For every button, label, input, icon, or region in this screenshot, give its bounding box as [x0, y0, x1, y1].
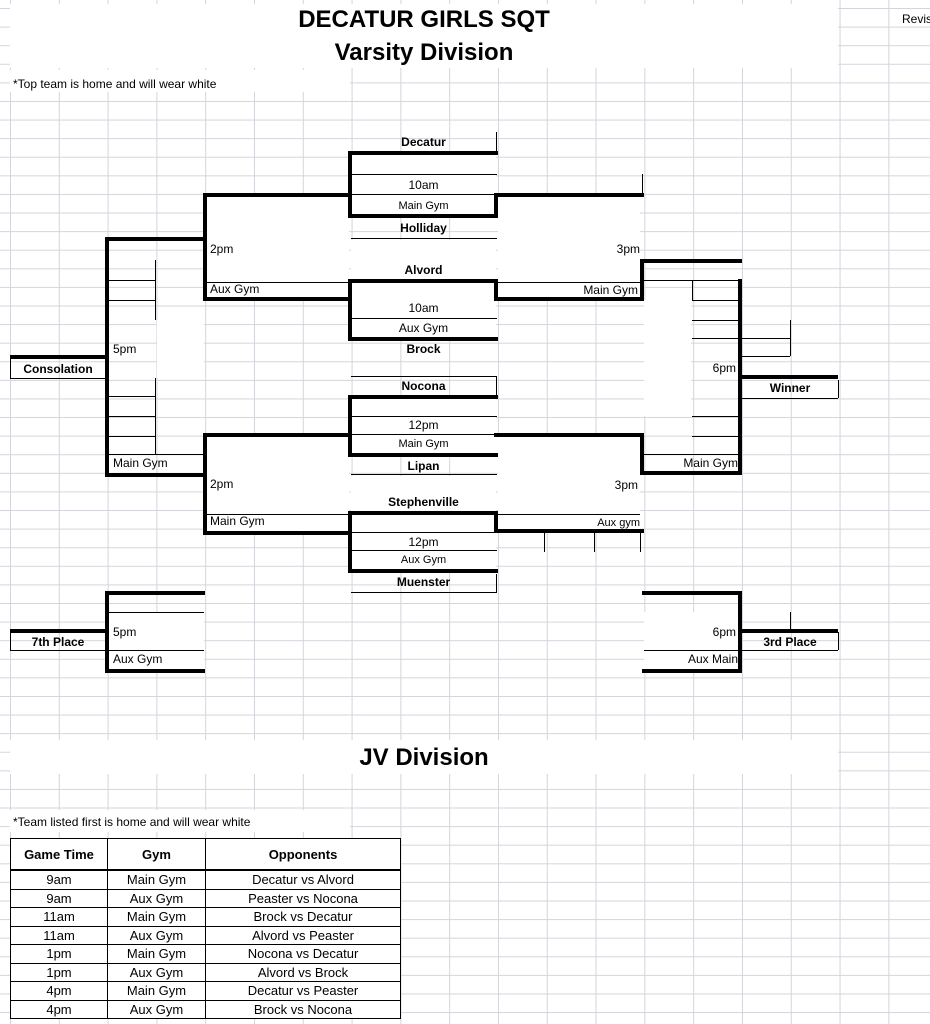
jv-col-gym: Gym: [107, 838, 206, 871]
third-box: [644, 612, 740, 670]
semi-top-time: 3pm: [616, 242, 640, 256]
jv-cell-time: 11am: [10, 907, 108, 927]
game4-time: 12pm: [408, 535, 439, 549]
seventh-box: [108, 612, 204, 670]
jv-cell-opponents: Nocona vs Decatur: [205, 944, 401, 964]
page-title: DECATUR GIRLS SQT: [298, 6, 550, 33]
revision-label: Revis: [902, 12, 930, 26]
third-gym: Aux Main: [687, 652, 738, 666]
semi-bottom-gym: Aux gym: [597, 517, 640, 529]
seventh-time: 5pm: [113, 625, 137, 639]
semi-bottom-box: [498, 436, 640, 532]
team-stephenville: Stephenville: [388, 495, 459, 509]
game1-gym: Main Gym: [398, 200, 449, 212]
jv-cell-gym: Main Gym: [107, 981, 206, 1001]
jv-cell-opponents: Peaster vs Nocona: [205, 888, 401, 908]
game3-gym: Main Gym: [398, 438, 449, 450]
jv-cell-opponents: Alvord vs Brock: [205, 962, 401, 982]
game3-time: 12pm: [408, 418, 439, 432]
cons-final-box: [157, 320, 204, 378]
jv-cell-time: 11am: [10, 925, 108, 945]
jv-note-cell: [10, 810, 350, 832]
varsity-title: Varsity Division: [334, 39, 514, 66]
third-place-label: 3rd Place: [763, 635, 817, 649]
final-gym: Main Gym: [683, 456, 738, 470]
game1-time: 10am: [408, 178, 439, 192]
jv-note: *Team listed first is home and will wear…: [13, 815, 251, 829]
jv-cell-gym: Main Gym: [107, 907, 206, 927]
cons-bottom-gym: Main Gym: [210, 514, 265, 528]
game2-time: 10am: [408, 301, 439, 315]
jv-cell-opponents: Alvord vs Peaster: [205, 925, 401, 945]
final-time: 6pm: [712, 361, 736, 375]
jv-cell-opponents: Decatur vs Peaster: [205, 981, 401, 1001]
game4-box: [351, 514, 496, 570]
jv-header-row: Game Time Gym Opponents: [10, 838, 401, 871]
winner-label: Winner: [769, 381, 811, 395]
semi-bottom-time: 3pm: [614, 478, 638, 492]
cons-bottom-time: 2pm: [210, 477, 234, 491]
jv-cell-time: 4pm: [10, 981, 108, 1001]
jv-cell-opponents: Decatur vs Alvord: [205, 869, 401, 890]
jv-cell-gym: Aux Gym: [107, 925, 206, 945]
jv-cell-opponents: Brock vs Decatur: [205, 907, 401, 927]
cons-final-gym: Main Gym: [113, 456, 168, 470]
team-muenster: Muenster: [396, 575, 451, 589]
jv-cell-gym: Main Gym: [107, 944, 206, 964]
jv-cell-time: 9am: [10, 869, 108, 890]
game2-box: [351, 282, 496, 338]
jv-col-opponents: Opponents: [205, 838, 401, 871]
cons-top-time: 2pm: [210, 242, 234, 256]
jv-cell-gym: Aux Gym: [107, 999, 206, 1019]
consolation-label: Consolation: [23, 362, 93, 376]
team-brock: Brock: [406, 342, 441, 356]
jv-cell-gym: Aux Gym: [107, 888, 206, 908]
cons-top-gym: Aux Gym: [210, 282, 260, 296]
team-decatur: Decatur: [401, 135, 446, 149]
between-box-1: [351, 240, 496, 280]
jv-title: JV Division: [359, 744, 489, 771]
team-holliday: Holliday: [400, 221, 447, 235]
jv-title-cell: [10, 740, 838, 774]
game3-box: [351, 398, 496, 454]
jv-cell-time: 1pm: [10, 944, 108, 964]
game1-box: [351, 154, 496, 216]
between-box-2: [351, 476, 496, 512]
semi-top-gym: Main Gym: [583, 283, 638, 297]
jv-cell-opponents: Brock vs Nocona: [205, 999, 401, 1019]
jv-cell-time: 1pm: [10, 962, 108, 982]
seventh-gym: Aux Gym: [113, 652, 163, 666]
title-cell: [10, 4, 838, 68]
jv-col-game-time: Game Time: [10, 838, 108, 871]
third-time: 6pm: [712, 625, 736, 639]
cons-final-time: 5pm: [113, 342, 137, 356]
team-lipan: Lipan: [407, 459, 440, 473]
jv-cell-time: 9am: [10, 888, 108, 908]
cons-bottom-box: [206, 436, 349, 532]
note-cell: [10, 70, 350, 92]
jv-cell-gym: Aux Gym: [107, 962, 206, 982]
seventh-place-label: 7th Place: [31, 635, 85, 649]
team-nocona: Nocona: [401, 379, 446, 393]
jv-cell-time: 4pm: [10, 999, 108, 1019]
jv-cell-gym: Main Gym: [107, 869, 206, 890]
game2-gym: Aux Gym: [398, 321, 449, 335]
game4-gym: Aux Gym: [400, 554, 447, 566]
final-box: [644, 300, 691, 416]
varsity-note: *Top team is home and will wear white: [13, 77, 217, 91]
team-alvord: Alvord: [404, 263, 443, 277]
